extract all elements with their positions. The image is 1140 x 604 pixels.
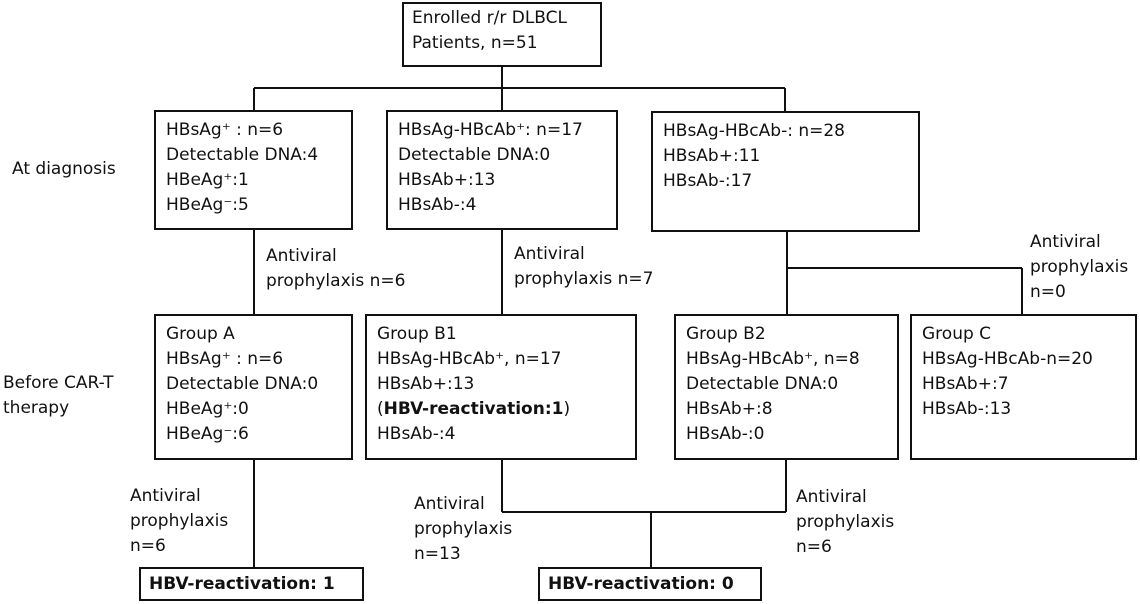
box-line: HBeAg⁺:1 <box>166 170 249 190</box>
row-label-therapy: therapy <box>3 398 70 418</box>
label-line: prophylaxis <box>1030 257 1129 277</box>
root-line: Enrolled r/r DLBCL <box>412 8 568 28</box>
paren-close: ) <box>563 399 571 419</box>
box-line: HBsAb-:4 <box>377 424 456 444</box>
label-line: Antiviral <box>266 246 337 266</box>
label-line: n=6 <box>130 536 166 556</box>
label-line: prophylaxis <box>414 519 513 539</box>
reactivation-note: (HBV-reactivation:1) <box>377 397 625 422</box>
box-line: HBsAb-:13 <box>922 399 1012 419</box>
root-line: Patients, n=51 <box>412 33 538 53</box>
group-a-box: Group A HBsAg⁺ : n=6 Detectable DNA:0 HB… <box>154 314 353 460</box>
group-b1-box: Group B1 HBsAg-HBcAb⁺, n=17 HBsAb+:13 (H… <box>365 314 637 460</box>
box-line: HBeAg⁺:0 <box>166 399 249 419</box>
label-line: Antiviral <box>414 494 485 514</box>
diagnosis-box-hbsag-positive: HBsAg⁺ : n=6 Detectable DNA:4 HBeAg⁺:1 H… <box>154 110 353 230</box>
box-line: Group A <box>166 324 235 344</box>
label-line: Antiviral <box>796 487 867 507</box>
box-line: Detectable DNA:4 <box>166 145 319 165</box>
label-line: prophylaxis n=7 <box>514 269 654 289</box>
group-c-box: Group C HBsAg-HBcAb-n=20 HBsAb+:7 HBsAb-… <box>910 314 1137 460</box>
box-line: HBsAg-HBcAb-n=20 <box>922 349 1093 369</box>
diagnosis-box-hbcab-positive: HBsAg-HBcAb⁺: n=17 Detectable DNA:0 HBsA… <box>386 110 618 230</box>
box-line: HBsAg-HBcAb⁺: n=17 <box>398 120 583 140</box>
box-line: HBsAb+:8 <box>686 399 773 419</box>
group-b2-box: Group B2 HBsAg-HBcAb⁺, n=8 Detectable DN… <box>674 314 899 460</box>
box-line: HBsAg-HBcAb⁺, n=17 <box>377 349 562 369</box>
box-line: HBsAb-:17 <box>663 171 753 191</box>
label-line: n=0 <box>1030 282 1066 302</box>
paren-open: ( <box>377 399 384 419</box>
prophylaxis-label-group-a: Antiviral prophylaxis n=6 <box>130 484 228 559</box>
row-label-diagnosis: At diagnosis <box>12 159 116 179</box>
outcome-box-group-a: HBV-reactivation: 1 <box>139 567 364 601</box>
label-line: Antiviral <box>1030 232 1101 252</box>
box-line: Detectable DNA:0 <box>686 374 839 394</box>
label-line: prophylaxis <box>796 512 895 532</box>
box-line: HBeAg⁻:6 <box>166 424 249 444</box>
box-line: HBsAg⁺ : n=6 <box>166 120 284 140</box>
label-line: n=6 <box>796 537 832 557</box>
box-line: Detectable DNA:0 <box>166 374 319 394</box>
box-line: HBsAb+:7 <box>922 374 1009 394</box>
label-line: prophylaxis <box>130 511 229 531</box>
box-line: HBsAb-:4 <box>398 195 477 215</box>
prophylaxis-label-c: Antiviral prophylaxis n=0 <box>1030 230 1128 305</box>
box-line: HBsAb+:13 <box>398 170 496 190</box>
label-line: n=13 <box>414 544 461 564</box>
box-line: Group C <box>922 324 992 344</box>
box-line: HBsAg-HBcAb⁺, n=8 <box>686 349 860 369</box>
box-line: HBsAb+:11 <box>663 146 761 166</box>
label-line: prophylaxis n=6 <box>266 271 406 291</box>
reactivation-count: HBV-reactivation:1 <box>383 399 564 419</box>
box-line: HBsAg⁺ : n=6 <box>166 349 284 369</box>
row-label-before-car-t: Before CAR-T <box>3 373 114 393</box>
prophylaxis-label-group-b2: Antiviral prophylaxis n=6 <box>796 485 894 560</box>
outcome-box-group-b: HBV-reactivation: 0 <box>538 567 762 601</box>
prophylaxis-label-group-b1: Antiviral prophylaxis n=13 <box>414 492 512 567</box>
label-line: Antiviral <box>514 244 585 264</box>
box-line: HBsAb-:0 <box>686 424 765 444</box>
box-line: Group B2 <box>686 324 766 344</box>
box-line: Group B1 <box>377 324 457 344</box>
root-box: Enrolled r/r DLBCL Patients, n=51 <box>402 2 602 67</box>
prophylaxis-label-b: Antiviral prophylaxis n=7 <box>514 242 653 292</box>
label-line: Antiviral <box>130 486 201 506</box>
box-line: HBeAg⁻:5 <box>166 195 249 215</box>
box-line: HBsAg-HBcAb-: n=28 <box>663 121 845 141</box>
prophylaxis-label-a: Antiviral prophylaxis n=6 <box>266 244 405 294</box>
diagnosis-box-hbcab-negative: HBsAg-HBcAb-: n=28 HBsAb+:11 HBsAb-:17 <box>651 111 920 232</box>
box-line: Detectable DNA:0 <box>398 145 551 165</box>
box-line: HBsAb+:13 <box>377 374 475 394</box>
